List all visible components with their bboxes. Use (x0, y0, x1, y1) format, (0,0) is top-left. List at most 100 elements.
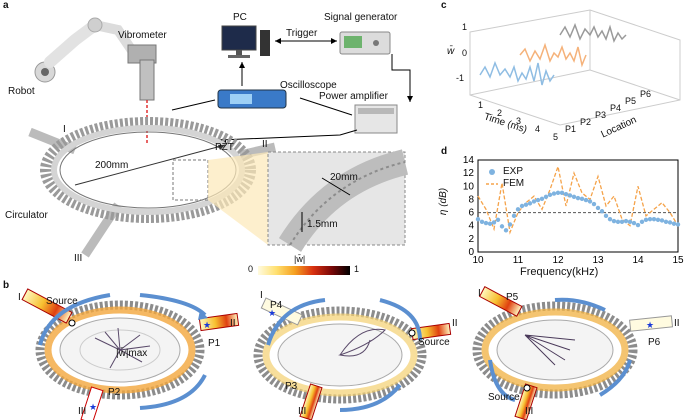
c2-port-1: I (260, 290, 263, 301)
circulator-label: Circulator (5, 210, 48, 221)
exp-point (607, 216, 613, 222)
exp-point (491, 220, 497, 225)
exp-point (563, 191, 569, 197)
exp-point (483, 220, 489, 226)
loc-tick-p2: P2 (580, 117, 592, 127)
power-amplifier-icon (354, 104, 398, 134)
fem-line (477, 164, 679, 235)
panel-c-letter: c (441, 0, 447, 11)
exp-point (527, 201, 533, 206)
c1-port-3: III (78, 406, 87, 417)
exp-point (575, 195, 581, 201)
exp-point (643, 217, 649, 222)
signal-generator-icon (339, 31, 391, 55)
colorbar (258, 266, 350, 275)
panel-c-ytick-0: 0 (462, 48, 468, 58)
x-tick-label: 15 (672, 255, 684, 266)
x-tick-label: 14 (632, 255, 644, 266)
exp-point (543, 194, 549, 199)
colorbar-title: |w̄| (294, 254, 306, 264)
exp-point (523, 202, 529, 207)
exp-point (675, 222, 681, 227)
exp-point (647, 216, 653, 222)
x-tick-label: 11 (513, 255, 524, 266)
y-tick-label: 14 (463, 155, 475, 166)
time-tick-1: 1 (478, 100, 484, 110)
zoom-inset (267, 149, 409, 252)
legend-exp-marker (489, 169, 495, 175)
exp-point (583, 197, 589, 203)
oscilloscope-icon (217, 89, 287, 109)
panel-b-letter: b (3, 280, 10, 291)
exp-point (631, 220, 637, 226)
c1-port-2: II (230, 318, 236, 329)
exp-point (623, 218, 629, 224)
c2-source-label: Source (418, 337, 450, 348)
legend-fem-label: FEM (503, 178, 525, 189)
y-tick-label: 6 (468, 208, 474, 219)
exp-point (659, 218, 665, 223)
exp-point (619, 219, 625, 224)
time-tick-5: 5 (553, 132, 559, 142)
y-tick-label: 0 (468, 247, 474, 258)
exp-point (671, 221, 677, 226)
c3-p6-label: P6 (648, 337, 661, 348)
time-tick-4: 4 (535, 124, 541, 134)
dimension-20mm: 20mm (330, 172, 358, 183)
exp-point (595, 205, 601, 211)
exp-point (519, 203, 525, 209)
loc-tick-p3: P3 (595, 110, 607, 120)
trigger-label: Trigger (286, 28, 318, 39)
exp-point (667, 220, 673, 225)
exp-point (507, 222, 513, 227)
x-tick-label: 13 (592, 255, 604, 266)
signal-generator-label: Signal generator (324, 12, 398, 23)
time-tick-2: 2 (497, 108, 503, 118)
power-amplifier-label: Power amplifier (319, 91, 388, 102)
exp-point (559, 190, 565, 196)
svg-text:★: ★ (268, 308, 276, 318)
c2-p4-label: P4 (270, 300, 283, 311)
panel-a-letter: a (3, 0, 9, 11)
colorbar-max: 1 (354, 264, 360, 274)
time-tick-3: 3 (516, 116, 522, 126)
svg-text:★: ★ (646, 320, 654, 330)
y-tick-label: 12 (463, 168, 475, 179)
loc-tick-p6: P6 (640, 89, 652, 99)
c3-port-2: II (674, 318, 680, 329)
exp-point (555, 190, 561, 196)
panel-c-plot (469, 9, 681, 126)
exp-point (663, 219, 669, 224)
c1-p1-label: P1 (208, 338, 221, 349)
c3-port-1: I (478, 288, 481, 299)
exp-point (599, 209, 605, 214)
exp-point (635, 222, 641, 228)
vibrometer-label: Vibrometer (118, 30, 167, 41)
loc-tick-p4: P4 (610, 103, 622, 113)
oscilloscope-label: Oscilloscope (280, 80, 337, 91)
c2-port-2: II (452, 318, 458, 329)
exp-point (587, 199, 593, 204)
pc-icon (221, 25, 270, 58)
exp-point (591, 201, 597, 207)
port-2-label: II (262, 139, 268, 150)
robot-label: Robot (8, 86, 35, 97)
legend-exp-label: EXP (503, 166, 524, 177)
exp-point (539, 196, 545, 201)
exp-point (547, 192, 553, 198)
c1-port-1: I (18, 292, 21, 303)
exp-point (567, 193, 573, 198)
circulator-2: ★ (253, 297, 452, 420)
exp-point (615, 219, 621, 224)
panel-a-drawing (28, 17, 413, 258)
c1-p2-label: P2 (108, 387, 121, 398)
port-1-label: I (63, 124, 66, 135)
y-tick-label: 10 (463, 181, 475, 192)
exp-point (499, 224, 505, 229)
exp-point (531, 199, 537, 204)
c1-max-label: |w̄|max (116, 348, 148, 359)
exp-point (655, 217, 661, 222)
pzt-label: PZT (215, 142, 234, 153)
exp-point (627, 219, 633, 224)
